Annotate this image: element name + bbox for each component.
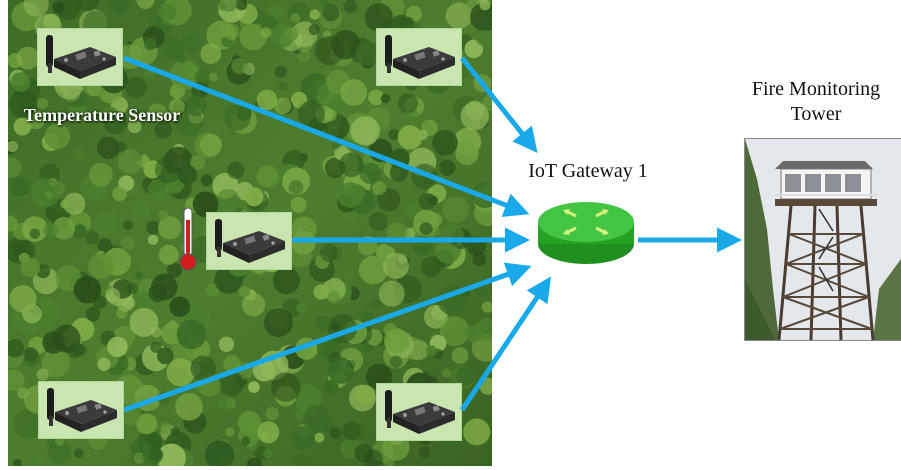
sensor-node-bottom-left [38, 381, 124, 439]
sensor-board-icon [385, 35, 455, 79]
temperature-sensor-label: Temperature Sensor [23, 105, 181, 125]
sensor-board-icon [46, 35, 116, 79]
tower-label: Fire Monitoring Tower [751, 78, 881, 125]
gateway-label: IoT Gateway 1 [528, 160, 648, 182]
thermometer-icon [179, 207, 197, 271]
router-icon [538, 202, 634, 264]
sensor-node-top-left [37, 28, 123, 86]
sensor-board-icon [385, 390, 455, 434]
sensor-node-middle [206, 212, 292, 270]
sensor-node-bottom-right [376, 383, 462, 441]
sensor-node-top-right [376, 28, 462, 86]
sensor-board-icon [47, 388, 117, 432]
sensor-board-icon [215, 219, 285, 263]
fire-tower-photo [744, 138, 901, 341]
